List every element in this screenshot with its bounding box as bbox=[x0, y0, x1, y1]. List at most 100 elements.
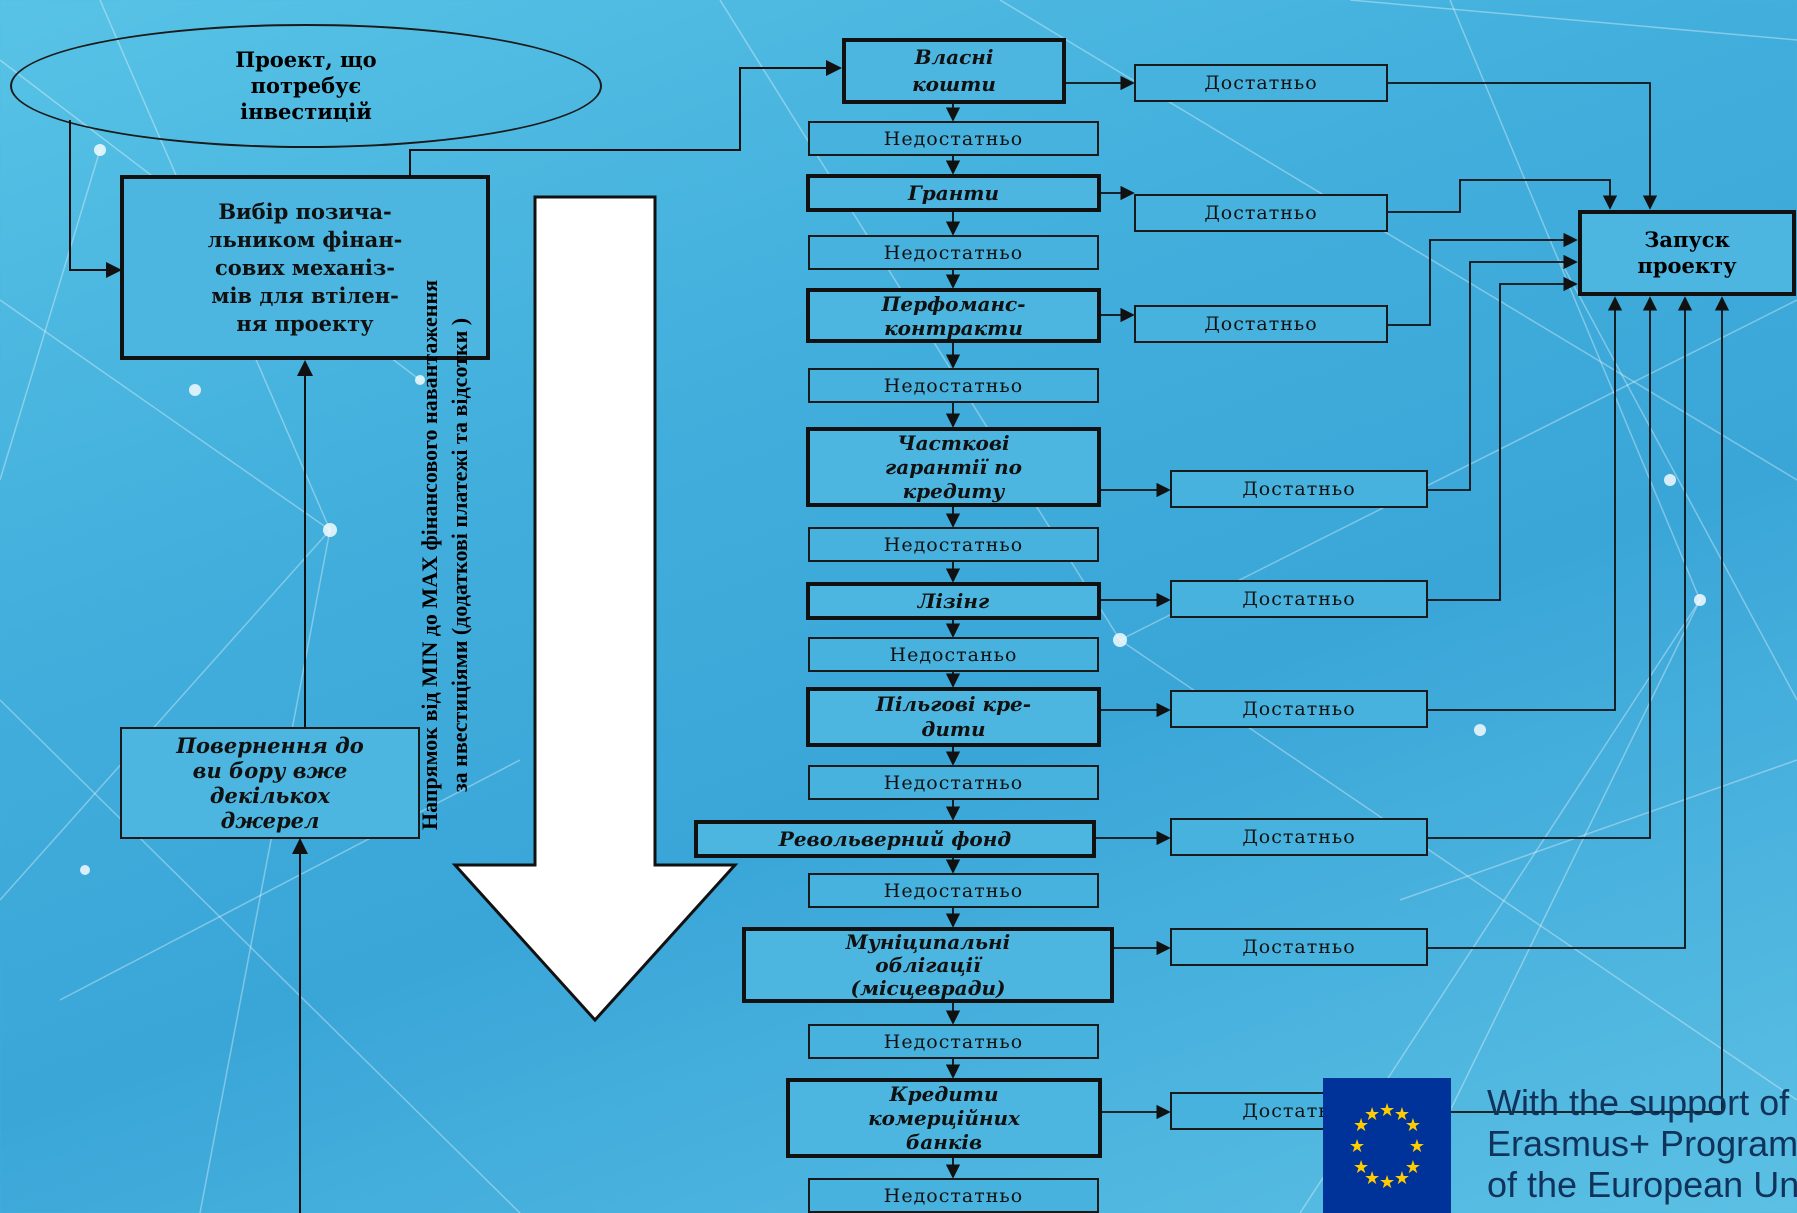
source-1-line-1: Власні bbox=[914, 45, 994, 69]
choice-box: Вибір позича- льником фінан- сових механ… bbox=[120, 175, 490, 360]
sufficient-4-label: Достатньо bbox=[1242, 478, 1356, 500]
sufficient-1-label: Достатньо bbox=[1204, 72, 1318, 94]
svg-text:★: ★ bbox=[1364, 1104, 1380, 1125]
insufficient-box-7: Недостатньо bbox=[808, 873, 1099, 908]
insufficient-box-9: Недостатньо bbox=[808, 1178, 1099, 1213]
launch-line-1: Запуск bbox=[1644, 227, 1730, 252]
choice-line-4: мів для втілен- bbox=[211, 282, 399, 308]
insufficient-2-label: Недостатньо bbox=[883, 241, 1024, 264]
sufficient-6-label: Достатньо bbox=[1242, 698, 1356, 720]
sufficient-box-8: Достатньо bbox=[1170, 928, 1428, 966]
arrow-label: Напрямок від MIN до MAX фінансового нава… bbox=[415, 195, 475, 915]
sufficient-8-label: Достатньо bbox=[1242, 936, 1356, 958]
sufficient-box-7: Достатньо bbox=[1170, 818, 1428, 856]
arrow-label-line-1: Напрямок від MIN до MAX фінансового нава… bbox=[417, 279, 442, 831]
insufficient-box-1: Недостатньо bbox=[808, 121, 1099, 156]
return-line-2: ви бору вже bbox=[192, 758, 348, 783]
insufficient-box-6: Недостатньо bbox=[808, 765, 1099, 800]
source-5-line-1: Лізінг bbox=[917, 588, 990, 613]
choice-line-3: сових механіз- bbox=[215, 254, 395, 280]
source-8-line-2: облігації bbox=[875, 952, 981, 977]
svg-text:★: ★ bbox=[1405, 1115, 1421, 1136]
sufficient-box-6: Достатньо bbox=[1170, 690, 1428, 728]
source-box-own-funds: Власні кошти bbox=[842, 38, 1066, 104]
sufficient-box-1: Достатньо bbox=[1134, 64, 1388, 102]
svg-text:★: ★ bbox=[1409, 1136, 1425, 1157]
source-8-line-1: Муніципальні bbox=[845, 929, 1011, 954]
svg-text:★: ★ bbox=[1353, 1115, 1369, 1136]
eu-line-3: of the European Union bbox=[1487, 1164, 1797, 1205]
insufficient-box-8: Недостатньо bbox=[808, 1024, 1099, 1059]
source-4-line-2: гарантії по bbox=[885, 455, 1022, 479]
launch-connector-7 bbox=[1428, 296, 1658, 839]
arrow-label-line-2: за нвестиціями (додаткові платежі та від… bbox=[447, 317, 472, 793]
insufficient-box-2: Недостатньо bbox=[808, 235, 1099, 270]
insufficient-7-label: Недостатньо bbox=[883, 879, 1024, 902]
source-4-line-3: кредиту bbox=[902, 479, 1005, 503]
return-line-3: декількох bbox=[209, 783, 331, 808]
insufficient-box-4: Недостатньо bbox=[808, 527, 1099, 562]
source-1-line-2: кошти bbox=[912, 72, 996, 96]
source-box-performance-contracts: Перфоманс-контракти bbox=[806, 288, 1101, 343]
sufficient-5-label: Достатньо bbox=[1242, 588, 1356, 610]
launch-connector-1 bbox=[1388, 82, 1658, 210]
insufficient-box-5: Недостаньо bbox=[808, 637, 1099, 672]
launch-connector-2 bbox=[1388, 179, 1618, 213]
source-9-line-3: банків bbox=[905, 1130, 983, 1154]
source-9-line-1: Кредити bbox=[889, 1082, 999, 1106]
eu-support-text: With the support of the Erasmus+ Program… bbox=[1487, 1082, 1797, 1205]
insufficient-5-label: Недостаньо bbox=[889, 643, 1018, 666]
choice-line-5: ня проекту bbox=[236, 310, 374, 336]
source-8-line-3: (місцевради) bbox=[850, 975, 1006, 1000]
sufficient-box-3: Достатньо bbox=[1134, 305, 1388, 343]
return-line-1: Повернення до bbox=[176, 733, 364, 758]
start-node-project: Проект, що потребує інвестицій bbox=[10, 24, 602, 148]
launch-connector-9 bbox=[1428, 296, 1730, 1113]
start-line-1: Проект, що bbox=[235, 47, 377, 72]
svg-text:★: ★ bbox=[1394, 1104, 1410, 1125]
launch-line-2: проекту bbox=[1637, 253, 1737, 278]
eu-line-2: Erasmus+ Programme bbox=[1487, 1123, 1797, 1164]
source-6-line-2: дити bbox=[921, 717, 986, 741]
choice-line-2: льником фінан- bbox=[207, 226, 403, 252]
choice-line-1: Вибір позича- bbox=[218, 198, 392, 224]
source-box-preferential-credits: Пільгові кре-дити bbox=[806, 687, 1101, 747]
sufficient-box-4: Достатньо bbox=[1170, 470, 1428, 508]
svg-text:★: ★ bbox=[1394, 1168, 1410, 1189]
sufficient-3-label: Достатньо bbox=[1204, 313, 1318, 335]
source-3-line-1: Перфоманс- bbox=[881, 291, 1026, 316]
svg-text:★: ★ bbox=[1364, 1168, 1380, 1189]
start-line-3: інвестицій bbox=[240, 99, 372, 124]
launch-connector-4 bbox=[1428, 254, 1578, 491]
insufficient-4-label: Недостатньо bbox=[883, 533, 1024, 556]
insufficient-box-3: Недостатньо bbox=[808, 368, 1099, 403]
sufficient-box-2: Достатньо bbox=[1134, 194, 1388, 232]
svg-text:★: ★ bbox=[1405, 1157, 1421, 1178]
source-2-line-1: Гранти bbox=[907, 180, 1000, 205]
eu-flag-icon: ★ ★ ★ ★ ★ ★ ★ ★ ★ ★ ★ ★ bbox=[1323, 1078, 1451, 1213]
launch-connector-8 bbox=[1428, 296, 1693, 949]
svg-text:★: ★ bbox=[1379, 1172, 1395, 1193]
svg-text:★: ★ bbox=[1353, 1157, 1369, 1178]
start-line-2: потребує bbox=[250, 73, 362, 98]
insufficient-9-label: Недостатньо bbox=[883, 1184, 1024, 1207]
svg-text:★: ★ bbox=[1379, 1100, 1395, 1121]
sufficient-box-5: Достатньо bbox=[1170, 580, 1428, 618]
source-7-line-1: Револьверний фонд bbox=[778, 826, 1012, 851]
sufficient-2-label: Достатньо bbox=[1204, 202, 1318, 224]
launch-project-box: Запуск проекту bbox=[1578, 210, 1796, 296]
source-9-line-2: комерційних bbox=[868, 1106, 1020, 1130]
launch-connector-3 bbox=[1388, 232, 1578, 326]
launch-connector-5 bbox=[1428, 276, 1578, 601]
source-box-grants: Гранти bbox=[806, 174, 1101, 212]
eu-line-1: With the support of the bbox=[1487, 1082, 1797, 1123]
svg-text:★: ★ bbox=[1349, 1136, 1365, 1157]
insufficient-8-label: Недостатньо bbox=[883, 1030, 1024, 1053]
source-4-line-1: Часткові bbox=[897, 431, 1010, 455]
source-box-revolving-fund: Револьверний фонд bbox=[694, 820, 1096, 858]
sufficient-7-label: Достатньо bbox=[1242, 826, 1356, 848]
